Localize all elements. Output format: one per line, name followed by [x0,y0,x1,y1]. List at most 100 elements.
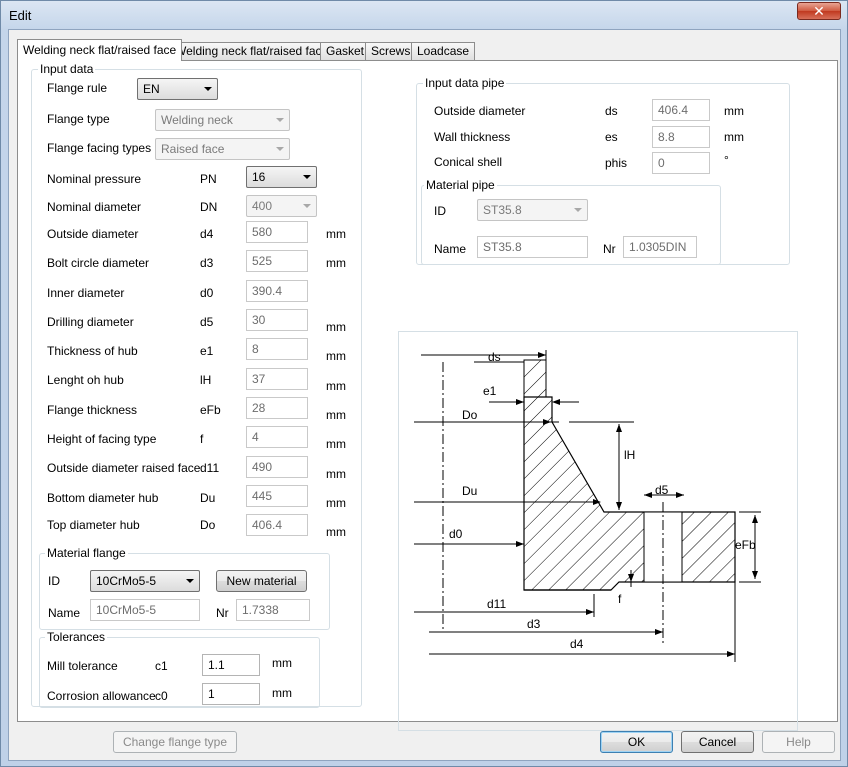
close-button[interactable]: ✕ [797,2,841,20]
chevron-down-icon [276,118,284,122]
chevron-down-icon [303,204,311,208]
flange-thickness-symbol: eFb [200,403,221,417]
tab-panel: Input data Flange rule EN Flange type We… [17,60,838,731]
conical-shell-symbol: phis [605,156,628,170]
label-lH: lH [624,448,635,462]
corrosion-allowance-unit: mm [272,686,292,700]
conical-shell-label: Conical shell [434,155,503,169]
cancel-button[interactable]: Cancel [681,731,754,753]
material-flange-name-field[interactable]: 10CrMo5-5 [90,599,200,621]
wall-thickness-label: Wall thickness [434,130,511,144]
title-bar[interactable]: Edit ✕ [1,1,847,29]
tab-loadcase[interactable]: Loadcase [411,42,476,61]
material-flange-title: Material flange [45,546,128,560]
flange-thickness-field[interactable]: 28 [246,397,308,419]
inner-diameter-label: Inner diameter [47,286,125,300]
corrosion-allowance-field[interactable]: 1 [202,683,260,705]
label-d3: d3 [527,617,541,631]
outside-diameter-symbol: d4 [200,227,214,241]
height-of-facing-field[interactable]: 4 [246,426,308,448]
material-flange-nr-label: Nr [216,606,229,620]
height-of-facing-label: Height of facing type [47,432,157,446]
top-diameter-hub-label: Top diameter hub [47,518,140,532]
new-material-button[interactable]: New material [216,570,307,592]
thickness-of-hub-symbol: e1 [200,344,214,358]
flange-thickness-label: Flange thickness [47,403,138,417]
nominal-pressure-select[interactable]: 16 [246,166,317,188]
flange-body [523,396,736,591]
label-Do: Do [462,408,478,422]
tab-welding-neck-1[interactable]: Welding neck flat/raised face [17,39,183,61]
pipe-outside-diameter-symbol: ds [605,104,618,118]
label-Du: Du [462,484,477,498]
material-flange-nr-field[interactable]: 1.7338 [236,599,310,621]
label-e1: e1 [483,384,497,398]
flange-diagram: ds e1 Do lH Du d5 d0 eFb d11 f d3 d4 [398,331,798,731]
dimension-arrows [516,352,758,657]
label-f: f [618,592,622,606]
wall-thickness-unit: mm [724,130,744,144]
mill-tolerance-field[interactable]: 1.1 [202,654,260,676]
flange-type-select[interactable]: Welding neck [155,109,290,131]
material-pipe-nr-field[interactable]: 1.0305DIN [623,236,697,258]
label-eFb: eFb [735,538,756,552]
bottom-diameter-hub-field[interactable]: 445 [246,485,308,507]
length-of-hub-field[interactable]: 37 [246,368,308,390]
flange-facing-select[interactable]: Raised face [155,138,290,160]
length-of-hub-symbol: lH [200,373,212,387]
label-d5: d5 [655,483,669,497]
height-of-facing-unit: mm [326,437,346,451]
material-pipe-name-field[interactable]: ST35.8 [477,236,588,258]
length-of-hub-unit: mm [326,379,346,393]
drilling-diameter-symbol: d5 [200,315,214,329]
top-diameter-hub-field[interactable]: 406.4 [246,514,308,536]
label-d11: d11 [487,597,506,611]
nominal-pressure-symbol: PN [200,172,217,186]
tab-screws[interactable]: Screws [365,42,417,61]
dialog-client-area: Welding neck flat/raised face Welding ne… [8,29,841,761]
thickness-of-hub-unit: mm [326,349,346,363]
mill-tolerance-label: Mill tolerance [47,659,118,673]
conical-shell-field[interactable]: 0 [652,152,710,174]
outside-diameter-raised-face-symbol: d11 [200,461,220,475]
flange-rule-label: Flange rule [47,81,108,95]
help-button[interactable]: Help [762,731,835,753]
top-diameter-hub-symbol: Do [200,518,216,532]
ok-button[interactable]: OK [600,731,673,753]
flange-rule-select[interactable]: EN [137,78,218,100]
input-data-group: Input data Flange rule EN Flange type We… [31,62,362,708]
tolerances-group: Tolerances Mill tolerance c1 1.1 mm Corr… [39,630,320,708]
material-pipe-name-label: Name [434,242,467,256]
pipe-outside-diameter-field[interactable]: 406.4 [652,99,710,121]
wall-thickness-symbol: es [605,130,618,144]
inner-diameter-symbol: d0 [200,286,214,300]
drilling-diameter-field[interactable]: 30 [246,309,308,331]
material-pipe-id-value: ST35.8 [483,203,522,217]
close-icon: ✕ [813,3,825,19]
material-pipe-id-select[interactable]: ST35.8 [477,199,588,221]
drilling-diameter-unit: mm [326,320,346,334]
bolt-circle-diameter-unit: mm [326,256,346,270]
input-data-pipe-title: Input data pipe [423,76,507,90]
thickness-of-hub-label: Thickness of hub [47,344,138,358]
thickness-of-hub-field[interactable]: 8 [246,338,308,360]
outside-diameter-field[interactable]: 580 [246,221,308,243]
bottom-diameter-hub-unit: mm [326,496,346,510]
corrosion-allowance-label: Corrosion allowance [47,689,156,703]
outside-diameter-label: Outside diameter [47,227,139,241]
outside-diameter-raised-face-field[interactable]: 490 [246,456,308,478]
flange-cross-section-drawing: ds e1 Do lH Du d5 d0 eFb d11 f d3 d4 [414,350,761,662]
tab-gasket[interactable]: Gasket [320,42,371,61]
bottom-diameter-hub-label: Bottom diameter hub [47,491,159,505]
material-flange-id-select[interactable]: 10CrMo5-5 [90,570,200,592]
nominal-diameter-select[interactable]: 400 [246,195,317,217]
flange-type-label: Flange type [47,112,110,126]
tab-welding-neck-2[interactable]: Welding neck flat/raised face [169,42,335,61]
change-flange-type-button[interactable]: Change flange type [113,731,237,753]
wall-thickness-field[interactable]: 8.8 [652,126,710,148]
bolt-circle-diameter-field[interactable]: 525 [246,250,308,272]
inner-diameter-field[interactable]: 390.4 [246,280,308,302]
chevron-down-icon [204,87,212,91]
corrosion-allowance-symbol: c0 [155,689,168,703]
chevron-down-icon [186,579,194,583]
